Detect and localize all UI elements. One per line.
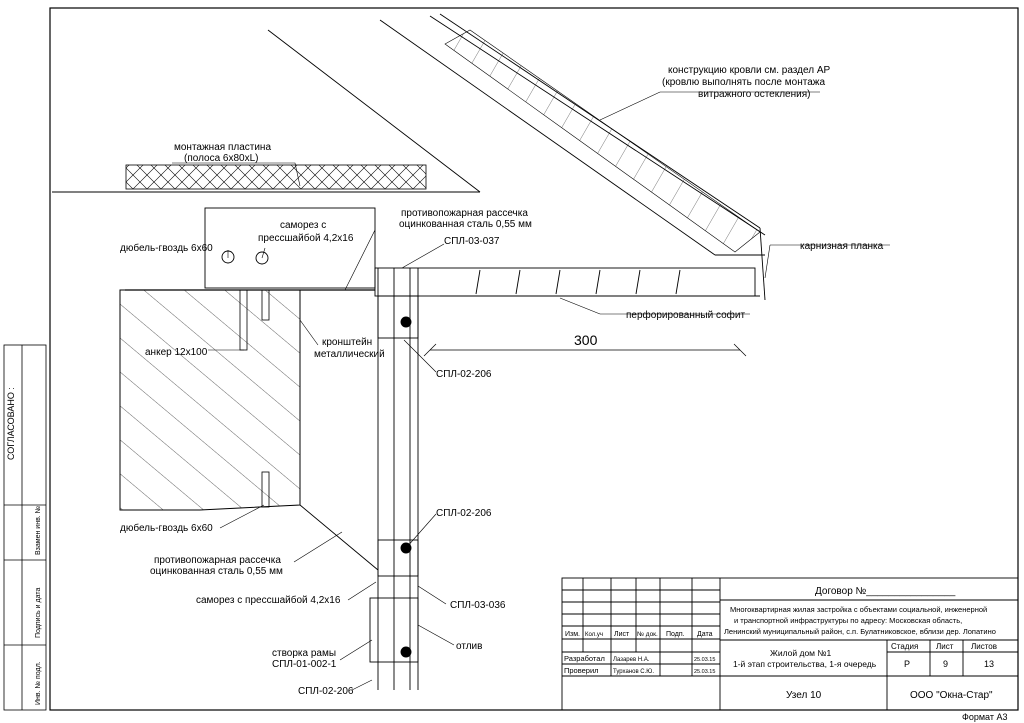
screw-top-line-2: прессшайбой 4,2х16: [258, 232, 354, 244]
sash-line-1: створка рамы: [272, 648, 336, 659]
spl-03-036-label: СПЛ-03-036: [450, 600, 506, 611]
inv-orig-label: Инв. № подл.: [35, 661, 42, 705]
sheet-frame: [49, 7, 1019, 711]
col-header-sheet: Лист: [614, 631, 630, 638]
developed-label: Разработал: [564, 654, 605, 663]
window-profile: [369, 268, 419, 690]
fire-cut-bottom-line-2: оцинкованная сталь 0,55 мм: [150, 566, 283, 577]
sheets-label: Листов: [971, 642, 997, 651]
project-desc-2: и транспортной инфраструктуры по адресу:…: [734, 616, 962, 625]
sign-date-label: Подпись и дата: [35, 588, 42, 638]
soffit-label: перфорированный софит: [626, 309, 745, 321]
screw-bottom-label: саморез с прессшайбой 4,2х16: [196, 594, 341, 606]
soffit: [374, 267, 760, 297]
building-line-2: 1-й этап строительства, 1-я очередь: [733, 659, 877, 669]
dowel-head-2: [255, 251, 269, 265]
spl-03-037-label: СПЛ-03-037: [444, 236, 500, 247]
sheet-value: 9: [943, 659, 948, 669]
stage-label: Стадия: [891, 642, 918, 651]
insulation-band: [125, 164, 427, 190]
stage-value: Р: [904, 659, 910, 669]
sheet-label: Лист: [936, 642, 954, 651]
spl-02-206-a-label: СПЛ-02-206: [436, 369, 492, 380]
drawing-labels: конструкцию кровли см. раздел АР (кровлю…: [120, 65, 884, 697]
col-header-sign: Подп.: [666, 631, 685, 638]
dowel-top-label: дюбель-гвоздь 6х60: [120, 242, 213, 254]
fire-cut-top-line-1: противопожарная рассечка: [401, 208, 528, 219]
roof-note-line-3: витражного остекления): [698, 89, 810, 100]
contract-label: Договор №________________: [815, 586, 956, 597]
roof-note-line-2: (кровлю выполнять после монтажа: [662, 77, 825, 88]
fire-cut-bottom-line: [299, 504, 379, 571]
screw-top-line-1: саморез с: [280, 220, 326, 231]
title-block-text: Договор №________________ Многоквартирна…: [564, 586, 1007, 722]
sash-line-2: СПЛ-01-002-1: [272, 659, 337, 670]
dimension-300-label: 300: [574, 332, 598, 348]
sheets-value: 13: [984, 659, 994, 669]
dimension-300: [423, 343, 747, 357]
checked-date: 25.03.15: [694, 669, 715, 675]
fire-cut-top-line-2: оцинкованная сталь 0,55 мм: [399, 219, 532, 230]
col-header-rev: Изм.: [565, 631, 580, 638]
title-block: [561, 577, 1019, 711]
col-header-doc: № док.: [637, 631, 658, 638]
fire-cut-bottom-line-1: противопожарная рассечка: [154, 555, 281, 566]
anchor-label: анкер 12х100: [145, 347, 208, 358]
col-header-date: Дата: [697, 631, 713, 638]
spl-02-206-c-label: СПЛ-02-206: [298, 686, 354, 697]
replaces-inv-label: Взамен инв. №: [35, 506, 42, 555]
agreed-label: СОГЛАСОВАНО :: [6, 387, 16, 460]
bracket-line-1: кронштейн: [322, 337, 372, 348]
project-desc-1: Многоквартирная жилая застройка с объект…: [730, 605, 987, 614]
roof-structure: [267, 13, 766, 301]
developed-date: 25.03.15: [694, 657, 715, 663]
project-desc-3: Ленинский муниципальный район, с.п. Була…: [724, 627, 996, 636]
mount-plate-line-1: монтажная пластина: [174, 142, 271, 153]
developed-name: Лазарев Н.А.: [613, 657, 650, 663]
format-label: Формат А3: [962, 712, 1007, 722]
ebb-label: отлив: [456, 641, 482, 652]
dowel-bottom-label: дюбель-гвоздь 6х60: [120, 522, 213, 534]
side-stamp: [3, 344, 47, 711]
node-name: Узел 10: [786, 690, 822, 701]
eaves-strip-label: карнизная планка: [800, 241, 884, 252]
leader-lines: [172, 91, 890, 691]
mounting-block: [204, 207, 376, 289]
checked-label: Проверил: [564, 666, 599, 675]
col-header-qty: Кол.уч: [585, 632, 603, 638]
company-name: ООО "Окна-Стар": [910, 690, 993, 701]
roof-note-line-1: конструкцию кровли см. раздел АР: [668, 65, 831, 76]
mount-plate-line-2: (полоса 6х80хL): [184, 153, 259, 164]
wall-section: [119, 289, 301, 511]
checked-name: Турханов С.Ю.: [613, 669, 654, 675]
spl-02-206-b-label: СПЛ-02-206: [436, 508, 492, 519]
building-line-1: Жилой дом №1: [770, 648, 831, 658]
bracket-line-2: металлический: [314, 349, 385, 360]
